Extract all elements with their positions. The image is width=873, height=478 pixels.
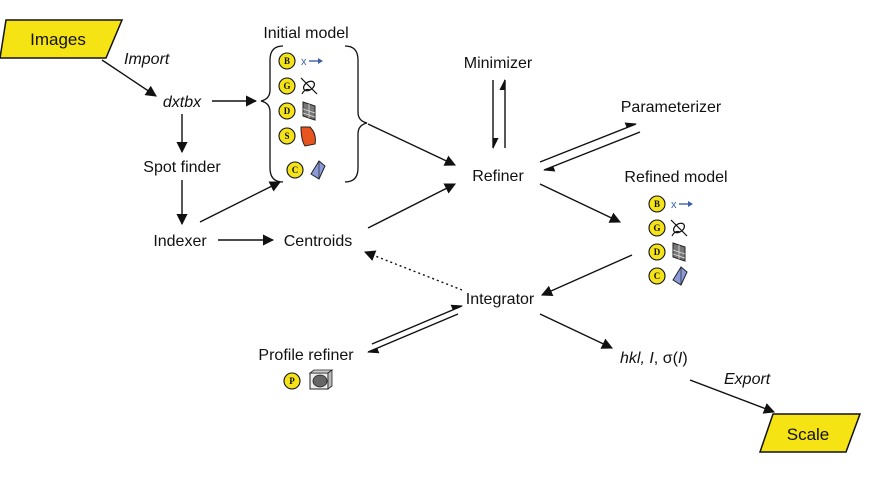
model-badge-d: D [278, 101, 316, 121]
model-badge-d: D [648, 242, 686, 262]
arrow-indexer-to-crystal [199, 181, 282, 223]
badge-letter: G [653, 223, 660, 233]
badge-circle [278, 127, 296, 145]
initial-model-left-brace [260, 45, 284, 183]
badge-letter: B [654, 199, 660, 209]
crystal-icon [672, 266, 688, 286]
badge-letter: S [284, 131, 289, 141]
arrow-centroids-to-refiner [367, 183, 456, 229]
model-badge-c: C [286, 160, 326, 180]
model-badge-g: G [278, 77, 318, 95]
output-intensity: I [649, 350, 654, 367]
profile-model-badge: P [283, 369, 334, 390]
badge-letter: B [284, 56, 290, 66]
model-badge-p: P [283, 369, 334, 390]
arrow-parameterizer-to-refiner [542, 131, 641, 172]
output-hkl: hkl, [620, 350, 649, 367]
output-label: hkl, I, σ(I) [620, 350, 688, 367]
profile-refiner-label: Profile refiner [258, 347, 354, 364]
badge-letter: D [654, 247, 661, 257]
refined-model-title: Refined model [624, 169, 727, 186]
goniometer-icon [300, 77, 318, 95]
badge-circle [648, 195, 666, 213]
indexer-label: Indexer [153, 233, 207, 250]
badge-circle [648, 243, 666, 261]
initial-model-right-brace [344, 45, 368, 183]
detector-icon [672, 242, 686, 262]
arrow-images-to-dxtbx [101, 59, 157, 97]
minimizer-label: Minimizer [464, 55, 533, 72]
arrow-integrator-to-centroids [363, 250, 463, 291]
export-label: Export [724, 371, 771, 388]
badge-circle [283, 372, 301, 390]
badge-circle [648, 219, 666, 237]
arrow-integrator-to-output [539, 313, 614, 349]
arrow-refined-model-to-integrator [540, 254, 633, 297]
model-badge-g: G [648, 219, 688, 237]
centroids-label: Centroids [284, 233, 352, 250]
scale-label: Scale [787, 425, 830, 444]
badge-letter: C [292, 165, 299, 175]
initial-model-title: Initial model [263, 25, 348, 42]
scan-icon [300, 126, 316, 147]
badge-circle [648, 267, 666, 285]
badge-letter: G [283, 81, 290, 91]
arrow-profile-refiner-to-integrator [371, 304, 464, 345]
badge-letter: P [289, 376, 295, 386]
parameterizer-label: Parameterizer [621, 99, 722, 116]
beam-arrow-icon: x [301, 56, 323, 68]
images-label: Images [30, 30, 86, 49]
integrator-label: Integrator [466, 291, 535, 308]
images-input: Images [0, 19, 124, 59]
spot-finder-label: Spot finder [143, 159, 221, 176]
beam-arrow-icon: x [671, 199, 693, 211]
scale-output: Scale [758, 413, 862, 453]
svg-text:x: x [671, 199, 677, 211]
model-badge-s: S [278, 126, 316, 147]
svg-text:x: x [301, 56, 307, 68]
arrow-initial-model-to-refiner [367, 123, 457, 166]
badge-circle [278, 102, 296, 120]
images-parallelogram [0, 19, 124, 59]
arrow-output-to-scale [689, 379, 776, 414]
badge-circle [278, 77, 296, 95]
output-sigma-prefix: , σ( [654, 350, 679, 367]
arrow-refiner-to-refined-model [539, 183, 622, 223]
scale-parallelogram [758, 413, 862, 453]
import-label: Import [124, 51, 170, 68]
output-suffix: ) [682, 350, 687, 367]
profile-icon [308, 369, 334, 390]
output-sigma-intensity: I [678, 350, 683, 367]
dxtbx-label: dxtbx [163, 94, 202, 111]
badge-circle [286, 161, 304, 179]
goniometer-icon [670, 219, 688, 237]
model-badge-c: C [648, 266, 688, 286]
refiner-label: Refiner [472, 168, 524, 185]
badge-circle [278, 52, 296, 70]
arrow-refiner-to-parameterizer [539, 122, 638, 163]
badge-letter: D [284, 106, 291, 116]
arrow-integrator-to-profile-refiner [366, 313, 459, 354]
badge-letter: C [654, 271, 661, 281]
detector-icon [302, 101, 316, 121]
crystal-icon [310, 160, 326, 180]
